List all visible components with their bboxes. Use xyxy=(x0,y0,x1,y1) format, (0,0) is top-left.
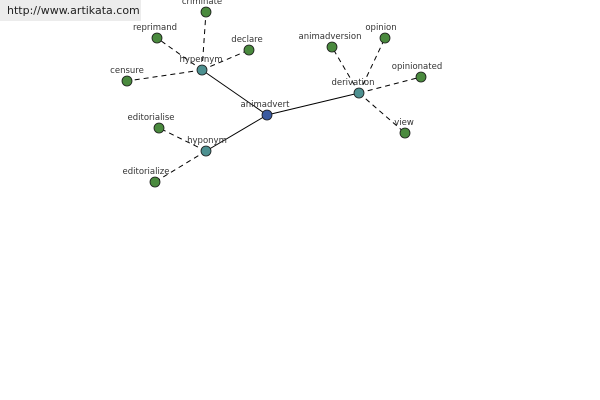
leaf-node-editorialise[interactable] xyxy=(153,122,165,134)
center-label-animadvert: animadvert xyxy=(241,100,291,110)
graph-nodes xyxy=(121,6,427,188)
leaf-label-view: view xyxy=(394,118,414,128)
edge-derivation-opinion xyxy=(358,37,386,94)
leaf-node-criminate[interactable] xyxy=(200,6,212,18)
relation-label-derivation: derivation xyxy=(331,78,374,88)
relation-node-hypernym[interactable] xyxy=(196,64,208,76)
relation-label-hypernym: hypernym xyxy=(179,55,222,65)
relation-label-hyponym: hyponym xyxy=(187,136,227,146)
leaf-label-opinionated: opinionated xyxy=(392,62,442,72)
leaf-label-animadversion: animadversion xyxy=(299,32,362,42)
leaf-label-opinion: opinion xyxy=(365,23,396,33)
leaf-node-declare[interactable] xyxy=(243,44,255,56)
leaf-label-editorialise: editorialise xyxy=(128,113,175,123)
leaf-label-editorialize: editorialize xyxy=(123,167,170,177)
edge-hypernym-reprimand xyxy=(156,37,203,71)
edge-hyponym-editorialize xyxy=(154,150,207,183)
leaf-node-animadversion[interactable] xyxy=(326,41,338,53)
edge-hypernym-criminate xyxy=(201,11,207,71)
relation-node-hyponym[interactable] xyxy=(200,145,212,157)
edge-animadvert-hyponym xyxy=(205,114,268,152)
leaf-node-censure[interactable] xyxy=(121,75,133,87)
leaf-label-declare: declare xyxy=(231,35,262,45)
relation-node-derivation[interactable] xyxy=(353,87,365,99)
leaf-label-reprimand: reprimand xyxy=(133,23,177,33)
leaf-node-opinion[interactable] xyxy=(379,32,391,44)
leaf-node-view[interactable] xyxy=(399,127,411,139)
leaf-node-reprimand[interactable] xyxy=(151,32,163,44)
edge-hypernym-censure xyxy=(126,69,203,82)
edge-animadvert-hypernym xyxy=(201,69,268,116)
leaf-label-criminate: criminate xyxy=(182,0,222,7)
graph-edges xyxy=(126,11,422,183)
graph-labels: animadvert hypernym hyponym derivation crimi… xyxy=(110,0,442,177)
leaf-node-editorialize[interactable] xyxy=(149,176,161,188)
watermark-url: http://www.artikata.com xyxy=(0,0,141,21)
edge-derivation-opinionated xyxy=(358,76,422,94)
edge-animadvert-derivation xyxy=(266,92,360,116)
leaf-label-censure: censure xyxy=(110,66,144,76)
edge-derivation-view xyxy=(358,92,406,134)
center-node-animadvert[interactable] xyxy=(261,109,273,121)
leaf-node-opinionated[interactable] xyxy=(415,71,427,83)
